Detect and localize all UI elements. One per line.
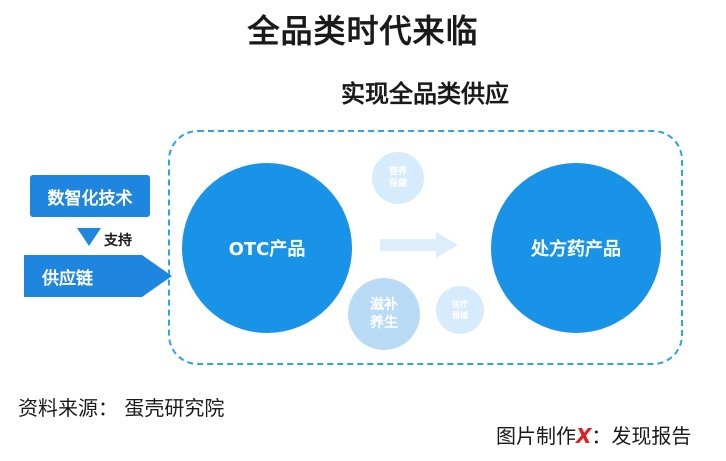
nutrition-label-line2: 保健: [388, 179, 407, 189]
dashed-frame: [168, 130, 683, 365]
credit-note: 图片制作X：发现报告: [496, 420, 691, 449]
tech-box: 数智化技术: [30, 175, 150, 217]
supply-chain-arrow-icon: [24, 255, 172, 297]
support-label: 支持: [104, 233, 132, 249]
watermark-logo: X: [576, 424, 592, 448]
medical-device-circle: 医疗 器械: [436, 286, 484, 334]
otc-label: OTC产品: [228, 239, 306, 260]
diagram-subtitle: 实现全品类供应: [341, 80, 509, 108]
tonic-label-line2: 养生: [370, 315, 398, 331]
medical-label-line2: 器械: [452, 311, 468, 320]
tonic-circle: 滋补 养生: [348, 278, 420, 350]
tonic-label-line1: 滋补: [370, 297, 398, 313]
supply-chain-label: 供应链: [42, 268, 93, 289]
medical-label-line1: 医疗: [452, 300, 468, 309]
page-title: 全品类时代来临: [247, 12, 479, 50]
credit-prefix: 图片制作: [496, 424, 576, 448]
rx-circle: 处方药产品: [491, 163, 661, 333]
nutrition-circle: 营养 保健: [372, 152, 424, 204]
credit-suffix: ：发现报告: [591, 424, 692, 448]
right-arrow-icon: [380, 232, 458, 258]
down-arrow-icon: [77, 228, 101, 246]
rx-label: 处方药产品: [531, 239, 621, 260]
tech-box-label: 数智化技术: [47, 188, 133, 209]
source-note: 资料来源： 蛋壳研究院: [18, 396, 225, 420]
otc-circle: OTC产品: [182, 163, 352, 333]
nutrition-label-line1: 营养: [388, 167, 407, 177]
